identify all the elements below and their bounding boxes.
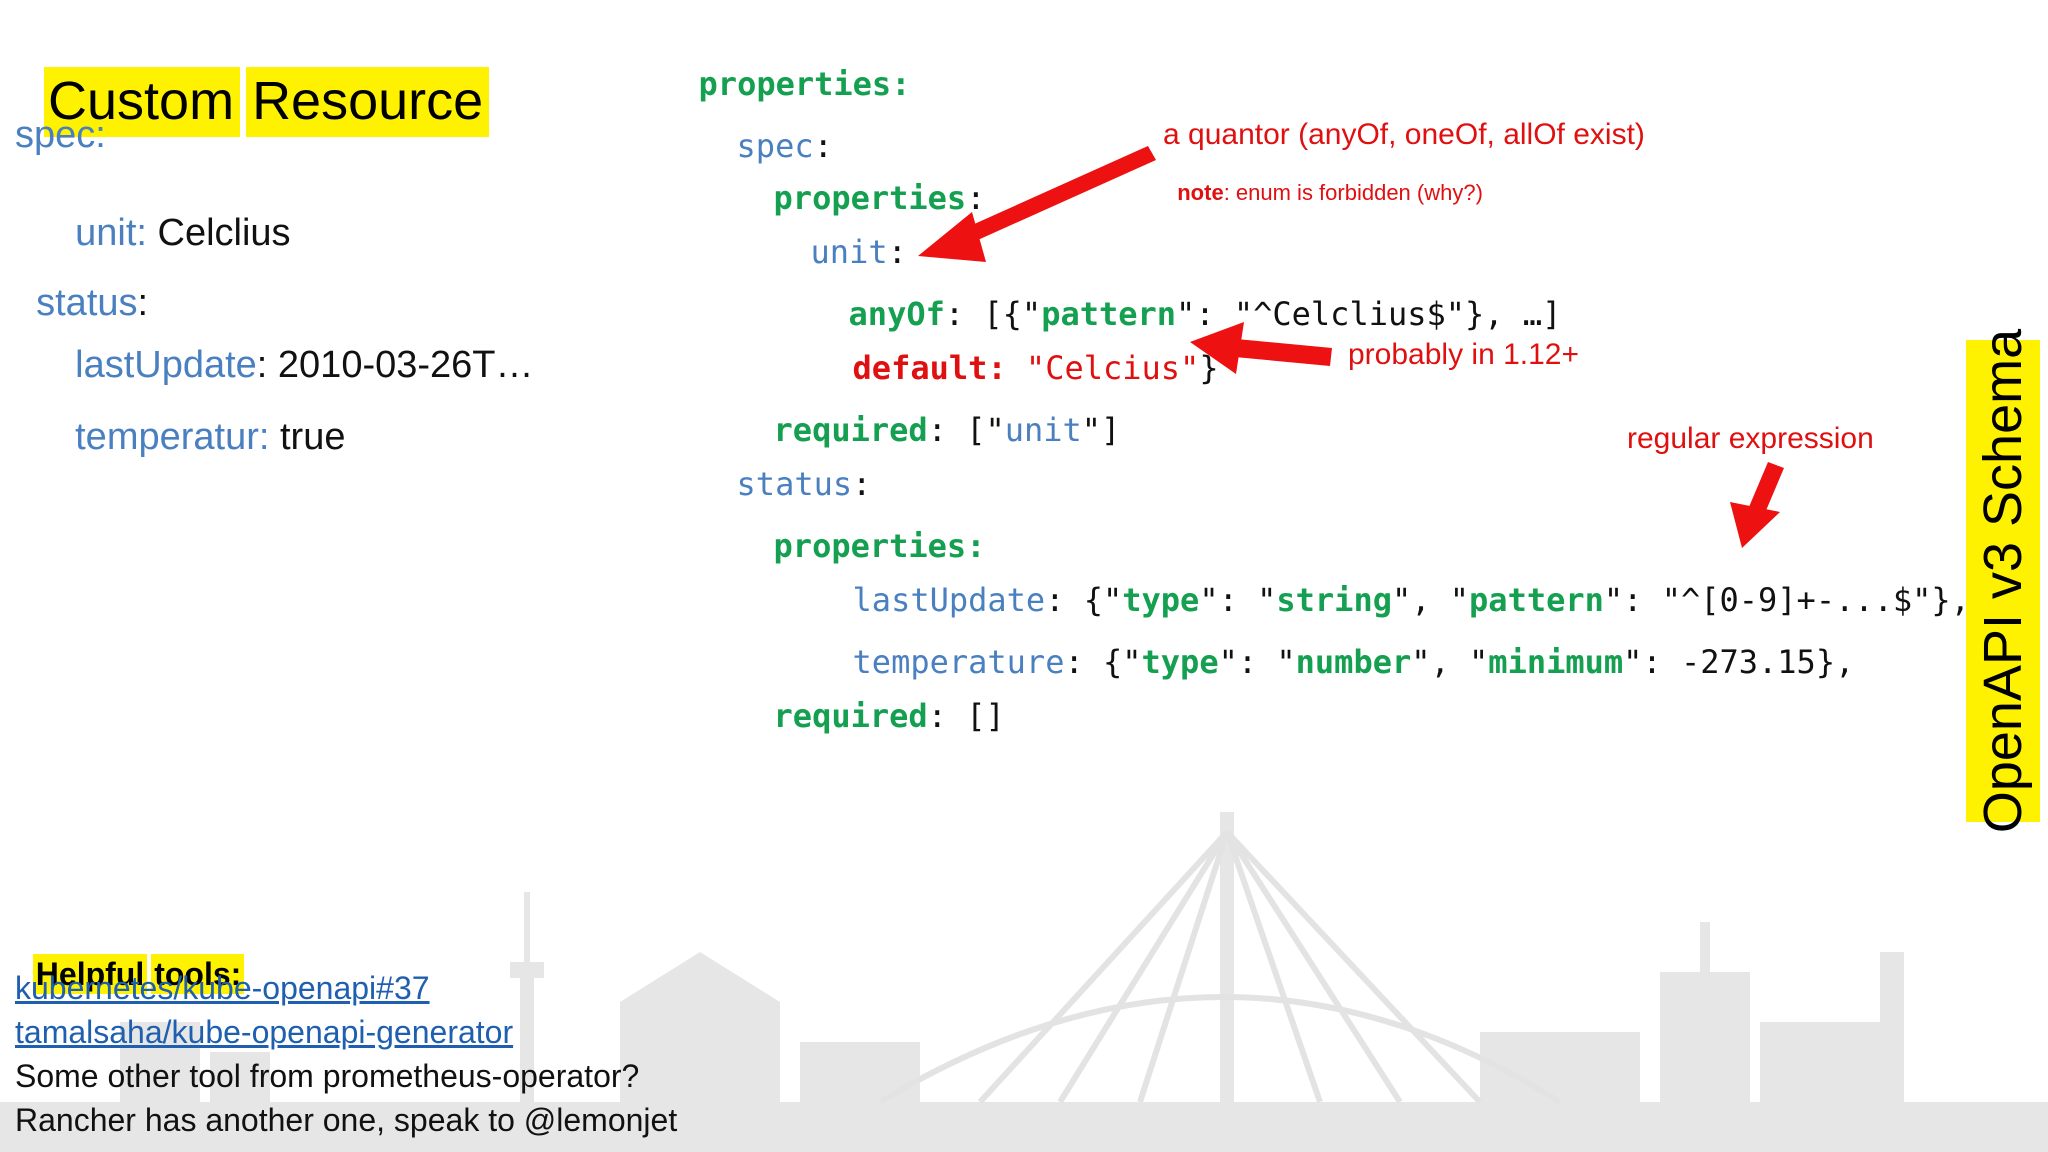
yaml-unit-key: unit:: [75, 212, 147, 254]
schema-line-spec: spec:: [698, 98, 833, 162]
schema-key: pattern: [1469, 581, 1604, 619]
schema-key: properties: [773, 527, 967, 565]
title-word-2: Resource: [246, 67, 490, 137]
schema-line-status: status:: [698, 436, 872, 503]
schema-punct: ": ": [1199, 581, 1277, 619]
tool-link-kube-openapi-generator[interactable]: tamalsaha/kube-openapi-generator: [15, 1014, 514, 1050]
title-word-1: Custom: [44, 67, 241, 137]
schema-value: string: [1276, 581, 1392, 619]
schema-key: status: [736, 465, 853, 503]
schema-punct: :: [966, 179, 986, 217]
schema-punct: :: [887, 233, 907, 271]
note-text: : enum is forbidden (why?): [1223, 180, 1483, 205]
schema-key: properties: [773, 179, 967, 217]
schema-punct: :: [966, 527, 986, 565]
schema-punct: :: [813, 127, 833, 165]
yaml-status-line: status:: [15, 246, 148, 322]
schema-punct: : []: [927, 697, 1005, 735]
schema-key: unit: [810, 233, 888, 271]
schema-line-lastupdate: lastUpdate: {"type": "string", "pattern"…: [814, 552, 1970, 616]
schema-key: required: [773, 411, 928, 449]
schema-key: anyOf: [848, 295, 945, 333]
schema-value: ": "^Celclius$"}, …]: [1176, 295, 1562, 333]
schema-line-temperature: temperature: {"type": "number", "minimum…: [814, 614, 1855, 681]
schema-punct: : [": [927, 411, 1005, 449]
skyline-background: [0, 812, 2048, 1152]
schema-punct: "]: [1081, 411, 1121, 449]
schema-key: temperature: [852, 643, 1065, 681]
schema-punct: ": ": [1218, 643, 1296, 681]
schema-value: unit: [1004, 411, 1082, 449]
yaml-lastupdate-value: : 2010-03-26T…: [256, 344, 534, 386]
schema-line-status-properties: properties:: [735, 498, 986, 565]
schema-line-unit: unit:: [772, 204, 907, 268]
yaml-spec-key: spec:: [15, 114, 106, 156]
annotation-regex: regular expression: [1627, 422, 1874, 455]
yaml-status-key: status: [36, 282, 138, 324]
yaml-status-colon: :: [137, 282, 149, 324]
tools-heading-word-2: tools:: [151, 954, 245, 994]
side-title: OpenAPI v3 Schema: [1973, 328, 2033, 834]
tool-line-prometheus: Some other tool from prometheus-operator…: [15, 1058, 640, 1094]
schema-key: required: [773, 697, 928, 735]
schema-line-required-unit: required: ["unit"]: [735, 382, 1121, 449]
annotation-note: note: enum is forbidden (why?): [1165, 160, 1483, 204]
tools-heading-word-1: Helpful: [32, 954, 148, 994]
yaml-temperatur-value: true: [269, 416, 346, 458]
schema-line-default: default: "Celcius"}: [814, 320, 1219, 384]
schema-punct: :: [891, 65, 911, 103]
schema-key: type: [1141, 643, 1219, 681]
schema-value: ": "^[0-9]+-...$"},: [1603, 581, 1970, 619]
schema-key: pattern: [1041, 295, 1177, 333]
schema-punct: : [{": [944, 295, 1042, 333]
schema-line-anyof: anyOf: [{"pattern": "^Celclius$"}, …]: [810, 266, 1562, 333]
note-label: note: [1177, 180, 1224, 205]
tool-line-rancher: Rancher has another one, speak to @lemon…: [15, 1102, 678, 1138]
schema-key: properties: [698, 65, 892, 103]
yaml-unit-value: Celclius: [146, 212, 291, 254]
schema-punct: :: [987, 349, 1026, 387]
schema-value: number: [1295, 643, 1412, 681]
schema-punct: :: [852, 465, 872, 503]
schema-key: spec: [736, 127, 814, 165]
yaml-unit-line: unit: Celclius: [54, 176, 291, 254]
schema-line-properties: properties:: [660, 36, 911, 103]
annotation-probably: probably in 1.12+: [1348, 338, 1580, 371]
schema-punct: ", ": [1391, 581, 1470, 619]
schema-key: type: [1122, 581, 1200, 619]
side-title-banner: OpenAPI v3 Schema: [1966, 329, 2040, 833]
schema-punct: ", ": [1411, 643, 1489, 681]
schema-line-required-empty: required: []: [735, 668, 1005, 732]
arrow-to-regex: [1730, 462, 1784, 548]
schema-key: lastUpdate: [852, 581, 1046, 619]
yaml-lastupdate-line: lastUpdate: 2010-03-26T…: [54, 308, 534, 386]
yaml-temperatur-key: temperatur:: [75, 416, 270, 458]
tool-link-kube-openapi[interactable]: kubernetes/kube-openapi#37: [15, 970, 430, 1006]
schema-punct: }: [1199, 349, 1219, 387]
schema-punct: : {": [1064, 643, 1142, 681]
annotation-quantor: a quantor (anyOf, oneOf, allOf exist): [1163, 118, 1645, 151]
schema-key: default: [852, 349, 988, 387]
schema-value: ": -273.15},: [1623, 643, 1855, 681]
schema-punct: : {": [1045, 581, 1123, 619]
yaml-lastupdate-key: lastUpdate: [75, 344, 257, 386]
schema-key: minimum: [1488, 643, 1624, 681]
schema-value: "Celcius": [1025, 349, 1200, 387]
yaml-temperatur-line: temperatur: true: [54, 380, 345, 456]
